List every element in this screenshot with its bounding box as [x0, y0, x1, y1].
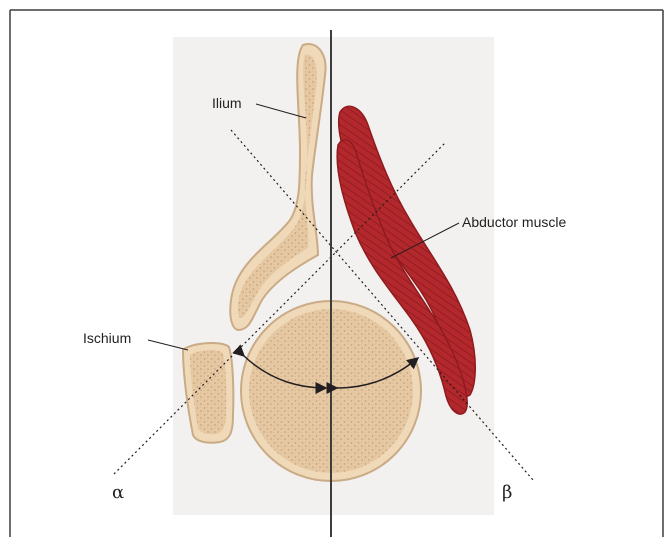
ischium-label: Ischium [83, 330, 131, 346]
beta-label: β [502, 482, 512, 503]
alpha-label: α [112, 482, 124, 503]
ilium-label: Ilium [212, 95, 242, 111]
abductor-muscle-label: Abductor muscle [462, 214, 566, 230]
